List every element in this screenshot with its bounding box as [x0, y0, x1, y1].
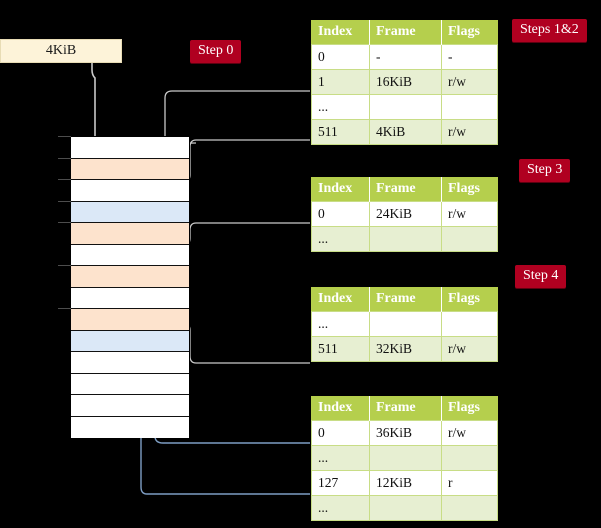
memory-row — [71, 416, 189, 438]
table-row: ... — [311, 226, 498, 252]
table-cell: r/w — [441, 69, 498, 95]
memory-tick — [58, 200, 71, 202]
table-cell — [441, 226, 498, 252]
table-cell: r — [441, 470, 498, 496]
table-row: ... — [311, 311, 498, 337]
table-cell: ... — [311, 495, 370, 521]
badge-step-0: Step 0 — [190, 40, 242, 63]
table-cell: ... — [311, 94, 370, 120]
memory-tick — [58, 136, 71, 137]
column-header-frame: Frame — [369, 396, 442, 421]
table-cell: 511 — [311, 336, 370, 362]
table-cell: r/w — [441, 201, 498, 227]
table-cell: - — [441, 44, 498, 70]
memory-row — [71, 137, 189, 159]
memory-row — [71, 201, 189, 223]
memory-row — [71, 395, 189, 417]
column-header-index: Index — [311, 20, 370, 45]
source-frame-label: 4KiB — [45, 43, 77, 58]
table-cell: r/w — [441, 119, 498, 145]
memory-tick — [58, 265, 71, 266]
column-header-index: Index — [311, 287, 370, 312]
table-cell — [369, 94, 442, 120]
memory-row — [71, 287, 189, 309]
table-cell: 0 — [311, 44, 370, 70]
table-row: ... — [311, 495, 498, 521]
memory-tick — [58, 308, 71, 309]
badge-steps-1-2: Steps 1&2 — [512, 19, 587, 42]
table-cell — [441, 94, 498, 120]
memory-tick — [58, 179, 71, 180]
memory-row — [71, 352, 189, 374]
table-cell: 511 — [311, 119, 370, 145]
source-frame-box: 4KiB — [0, 39, 122, 63]
column-header-flags: Flags — [441, 287, 498, 312]
memory-tick — [58, 222, 71, 223]
column-header-flags: Flags — [441, 177, 498, 202]
table-cell: r/w — [441, 420, 498, 446]
memory-row — [71, 266, 189, 288]
table-row: 0-- — [311, 44, 498, 70]
table-cell: 36KiB — [369, 420, 442, 446]
table-cell — [369, 445, 442, 471]
table-cell: 127 — [311, 470, 370, 496]
table-cell: 4KiB — [369, 119, 442, 145]
column-header-frame: Frame — [369, 287, 442, 312]
memory-row — [71, 180, 189, 202]
table-row: ... — [311, 94, 498, 120]
memory-row — [71, 309, 189, 331]
memory-row — [71, 330, 189, 352]
memory-row — [71, 223, 189, 245]
table-cell — [369, 226, 442, 252]
column-header-flags: Flags — [441, 20, 498, 45]
table-cell: ... — [311, 226, 370, 252]
table-cell: ... — [311, 445, 370, 471]
column-header-frame: Frame — [369, 177, 442, 202]
table-cell: ... — [311, 311, 370, 337]
table-cell: 1 — [311, 69, 370, 95]
column-header-index: Index — [311, 396, 370, 421]
column-header-frame: Frame — [369, 20, 442, 45]
memory-tick — [58, 157, 71, 159]
table-cell: 24KiB — [369, 201, 442, 227]
table-cell: 0 — [311, 201, 370, 227]
table-cell: 12KiB — [369, 470, 442, 496]
table-cell — [369, 311, 442, 337]
badge-step-3: Step 3 — [519, 159, 571, 182]
table-cell: 0 — [311, 420, 370, 446]
column-header-flags: Flags — [441, 396, 498, 421]
table-cell: - — [369, 44, 442, 70]
physical-memory-column — [70, 136, 190, 438]
table-cell: 32KiB — [369, 336, 442, 362]
table-cell: 16KiB — [369, 69, 442, 95]
table-row: ... — [311, 445, 498, 471]
badge-step-4: Step 4 — [515, 265, 567, 288]
table-cell — [441, 495, 498, 521]
table-cell — [441, 445, 498, 471]
memory-row — [71, 373, 189, 395]
memory-row — [71, 244, 189, 266]
table-cell: r/w — [441, 336, 498, 362]
table-cell — [441, 311, 498, 337]
memory-row — [71, 158, 189, 180]
table-cell — [369, 495, 442, 521]
column-header-index: Index — [311, 177, 370, 202]
